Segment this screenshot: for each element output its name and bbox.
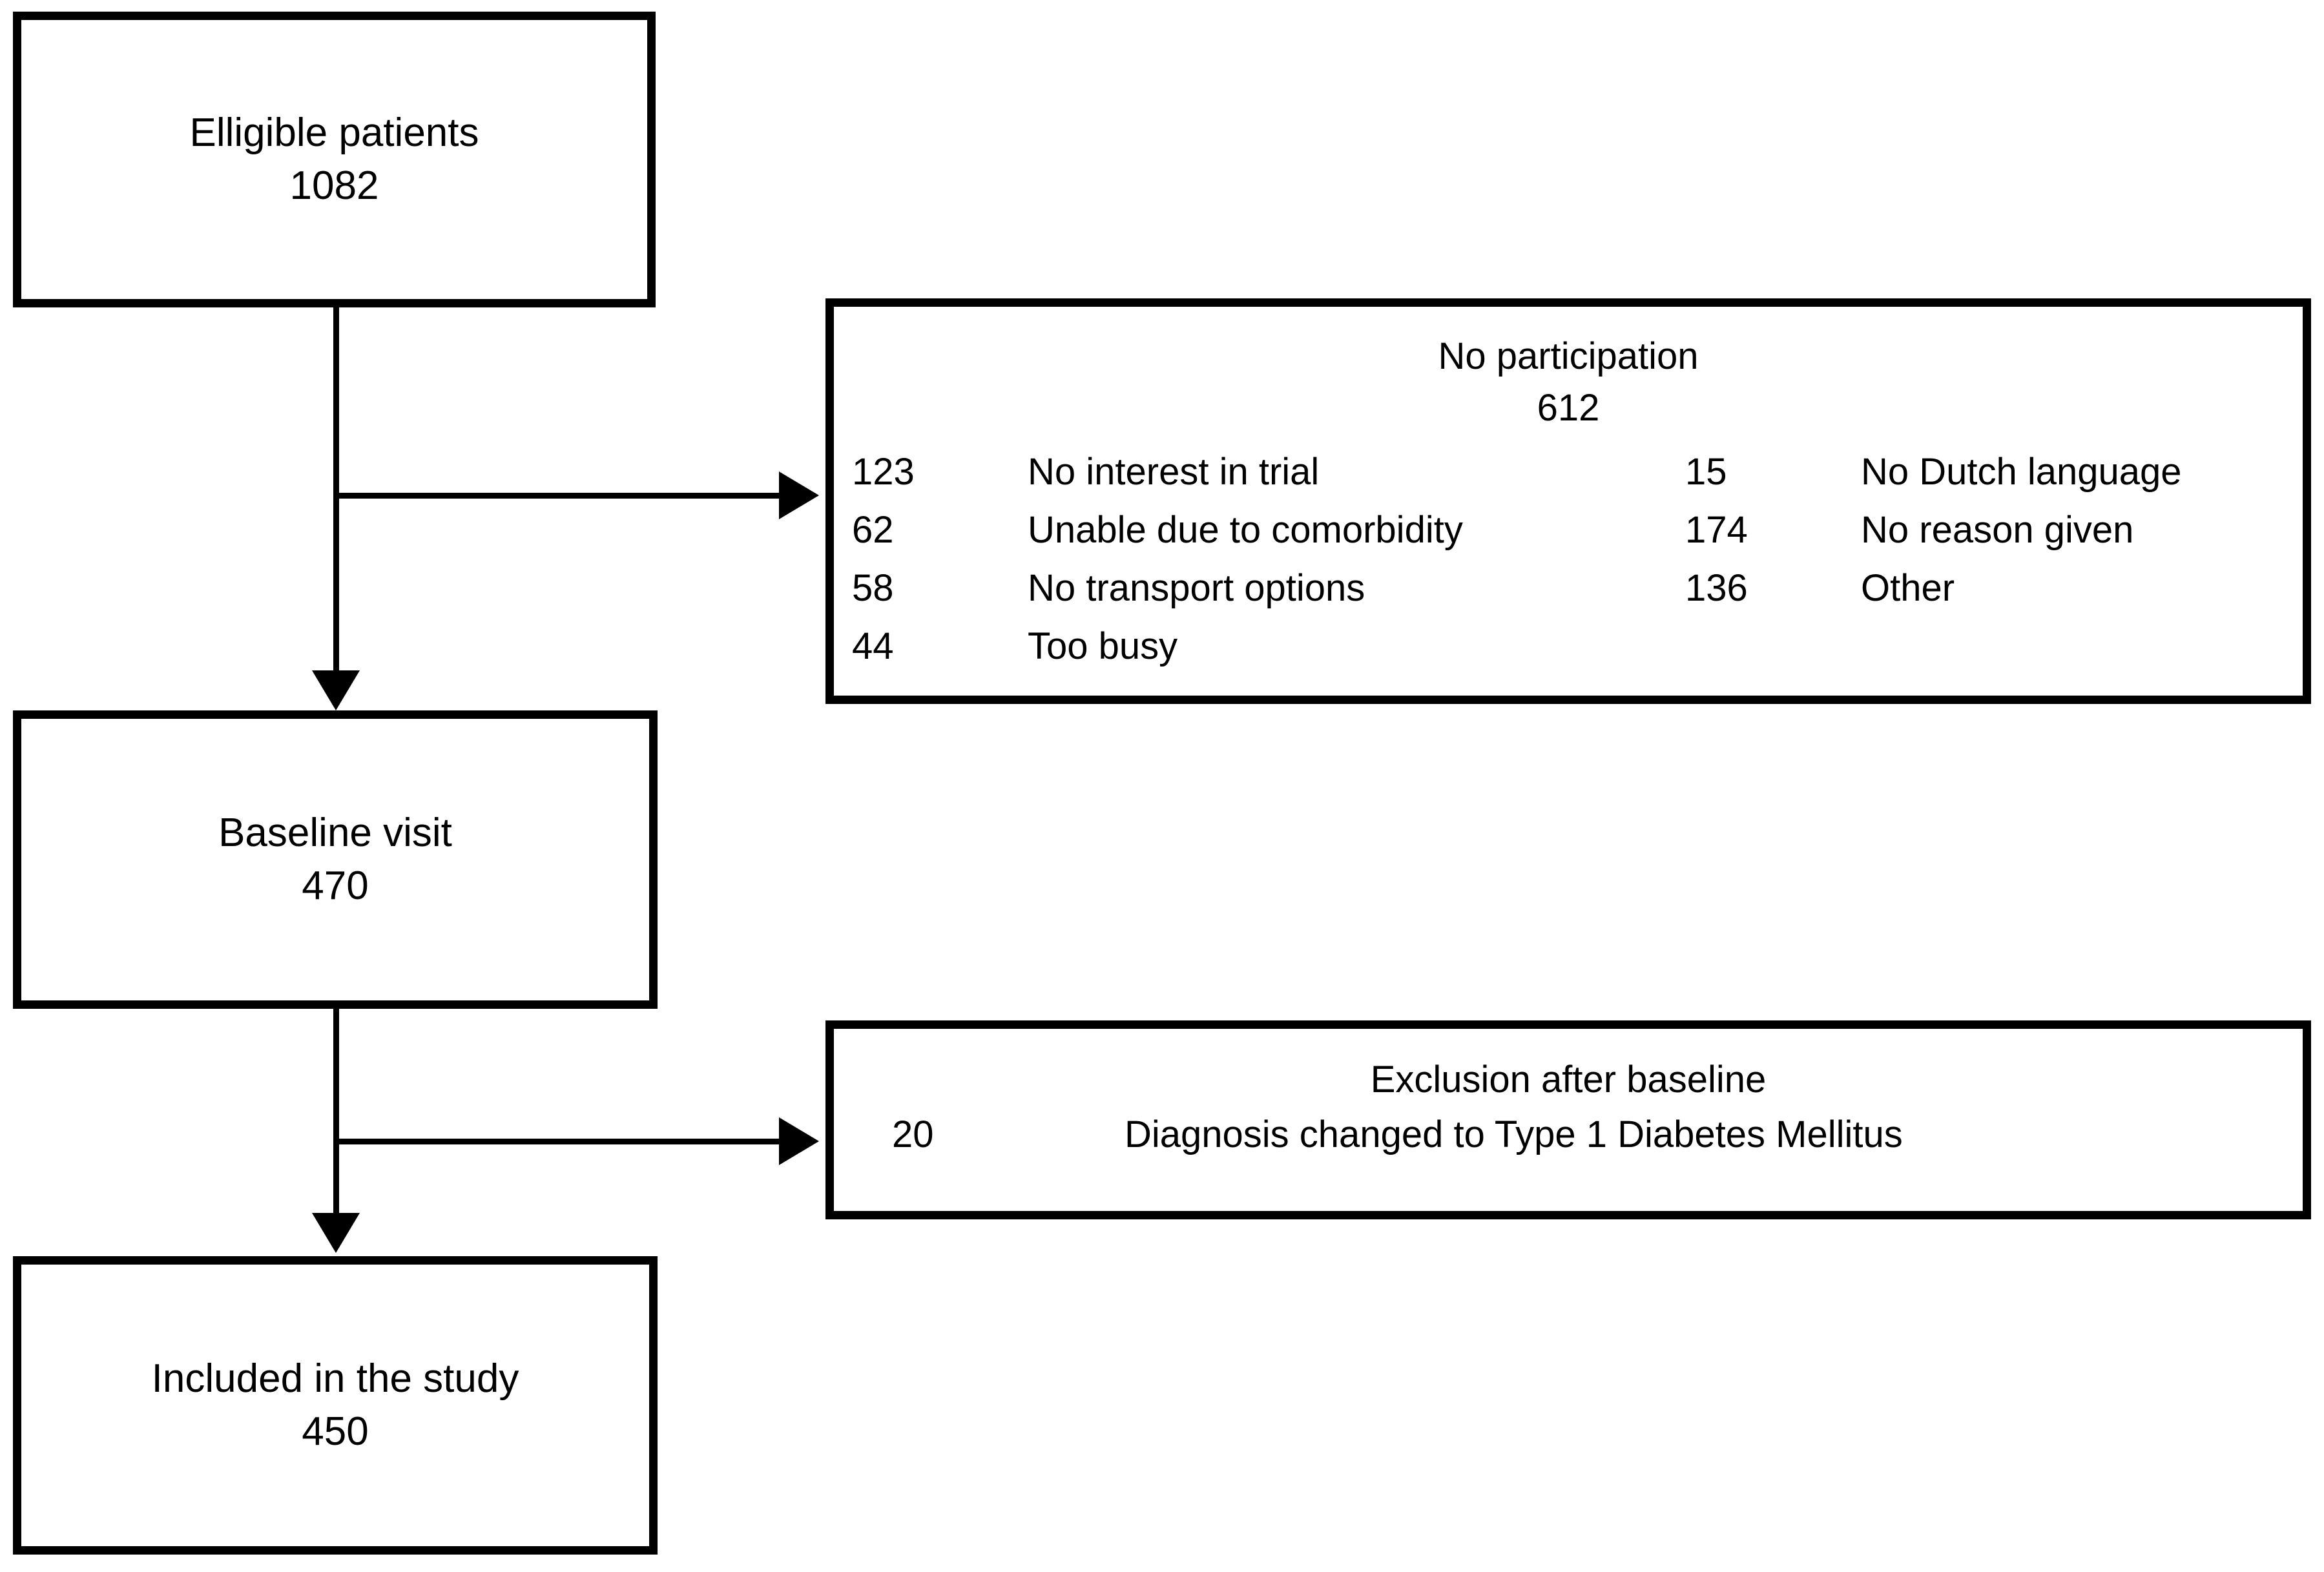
no-participation-reason-label: No transport options xyxy=(1028,567,1365,609)
exclusion-box-no-participation: No participation 612 123 No interest in … xyxy=(825,298,2311,704)
exclusion-after-baseline-reason-label: Diagnosis changed to Type 1 Diabetes Mel… xyxy=(1125,1113,1903,1155)
no-participation-reason-count: 136 xyxy=(1685,567,1748,609)
no-participation-reason-label: No Dutch language xyxy=(1861,451,2182,493)
node-baseline-visit-count: 470 xyxy=(302,864,369,908)
no-participation-reason-label: No reason given xyxy=(1861,509,2134,551)
no-participation-reason-count: 15 xyxy=(1685,451,1727,493)
node-included-in-study-count: 450 xyxy=(302,1409,369,1454)
node-included-in-study: Included in the study 450 xyxy=(13,1256,658,1555)
node-baseline-visit-title: Baseline visit xyxy=(218,811,452,856)
no-participation-title: No participation xyxy=(1438,335,1699,377)
connector-eligible-to-noparticipation-arrowhead xyxy=(779,471,819,519)
no-participation-reason-count: 123 xyxy=(852,451,915,493)
connector-baseline-to-exclusion-arrowhead xyxy=(779,1117,819,1165)
no-participation-reason-label: Unable due to comorbidity xyxy=(1028,509,1463,551)
no-participation-reason-label: No interest in trial xyxy=(1028,451,1320,493)
connector-baseline-to-included-line xyxy=(333,1009,339,1217)
no-participation-reason-count: 62 xyxy=(852,509,894,551)
connector-baseline-to-exclusion-line xyxy=(333,1139,779,1144)
no-participation-reason-label: Too busy xyxy=(1028,625,1178,667)
connector-eligible-to-baseline-arrowhead xyxy=(312,670,360,710)
no-participation-reason-count: 44 xyxy=(852,625,894,667)
no-participation-count: 612 xyxy=(1537,387,1600,429)
connector-eligible-to-noparticipation-line xyxy=(333,493,779,499)
node-baseline-visit: Baseline visit 470 xyxy=(13,710,658,1009)
node-eligible-patients-count: 1082 xyxy=(289,163,379,208)
no-participation-reason-count: 174 xyxy=(1685,509,1748,551)
exclusion-after-baseline-reason-count: 20 xyxy=(892,1113,934,1155)
exclusion-box-after-baseline: Exclusion after baseline 20 Diagnosis ch… xyxy=(825,1020,2311,1219)
node-eligible-patients-title: Elligible patients xyxy=(189,110,479,156)
connector-baseline-to-included-arrowhead xyxy=(312,1213,360,1253)
connector-eligible-to-baseline-line xyxy=(333,307,339,676)
node-eligible-patients: Elligible patients 1082 xyxy=(13,12,656,307)
exclusion-after-baseline-title: Exclusion after baseline xyxy=(1370,1059,1767,1101)
node-included-in-study-title: Included in the study xyxy=(151,1356,519,1401)
no-participation-reason-count: 58 xyxy=(852,567,894,609)
no-participation-reason-label: Other xyxy=(1861,567,1955,609)
